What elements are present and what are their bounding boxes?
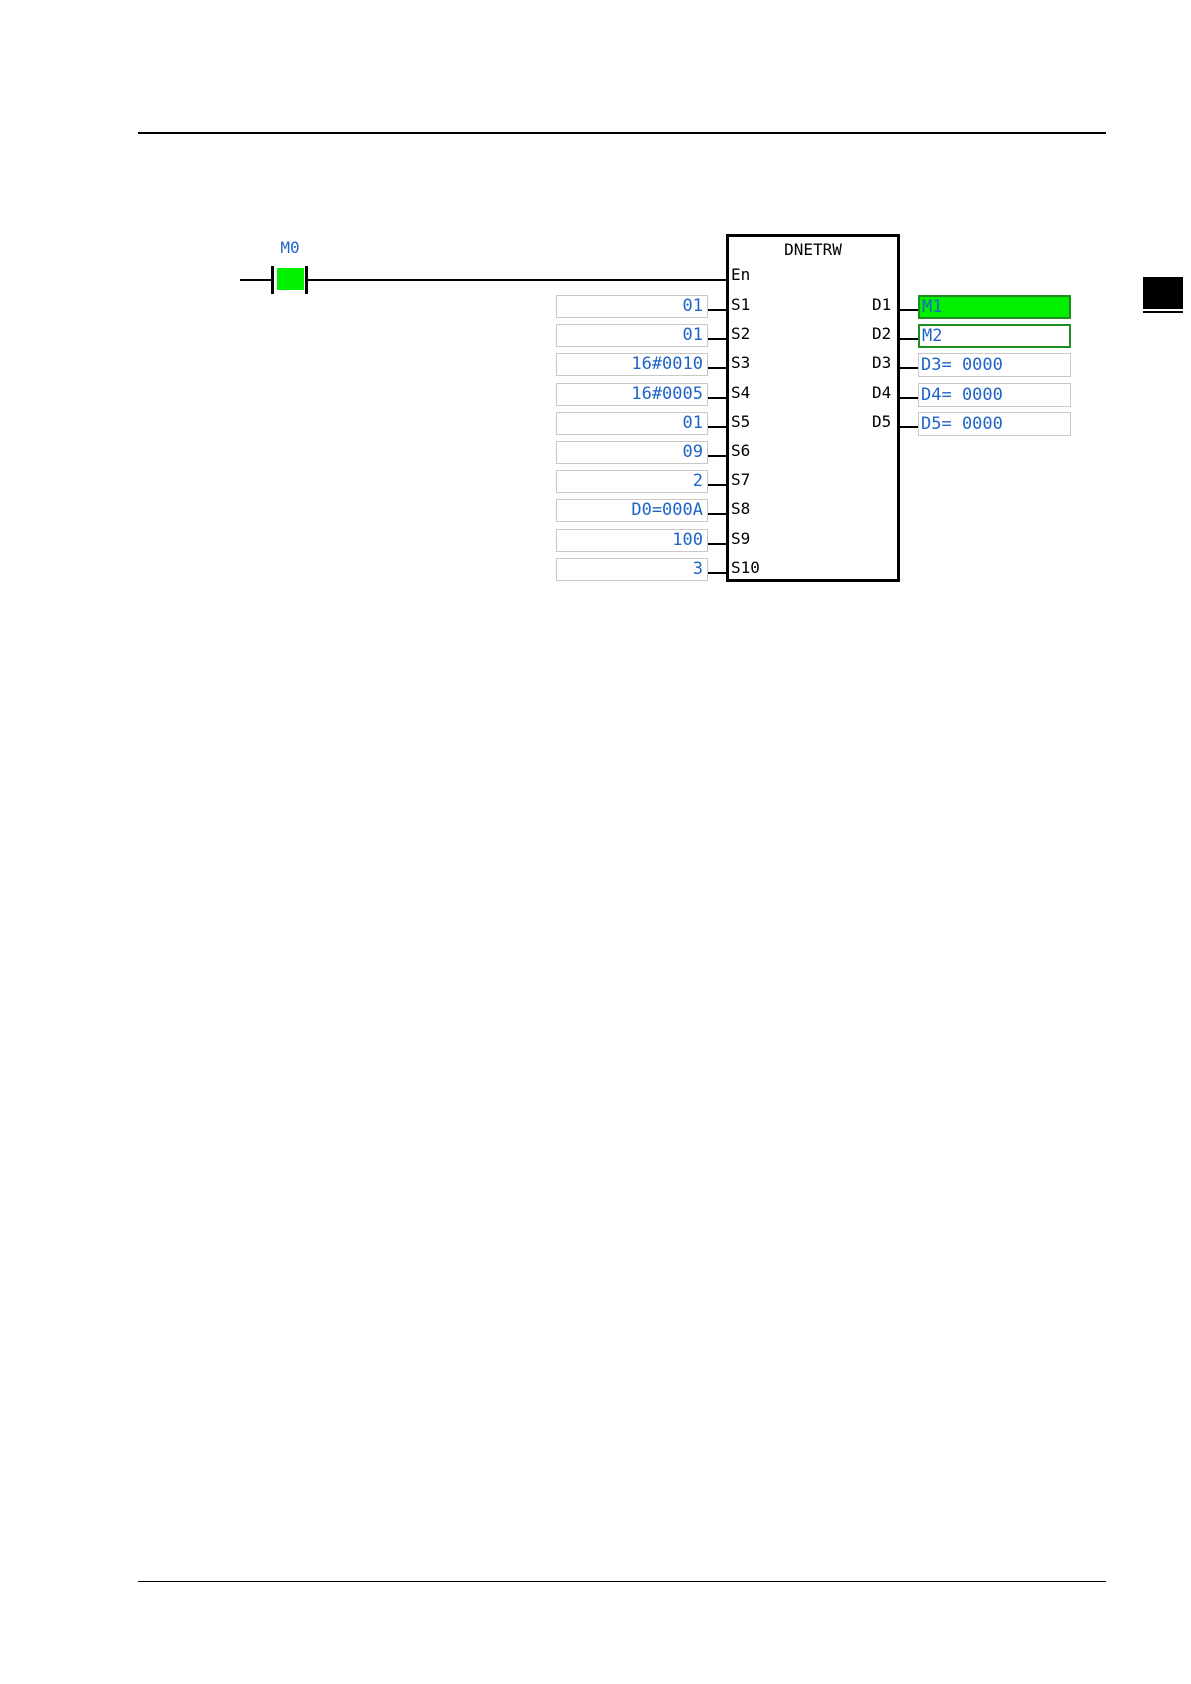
- input-operand-s8[interactable]: D0=000A: [556, 499, 708, 522]
- contact-left-bar: [271, 266, 274, 294]
- pin-s10: S10: [731, 559, 760, 577]
- pin-d5: D5: [872, 413, 891, 431]
- input-wire-s10: [708, 572, 728, 574]
- rung-wire-to-en: [308, 279, 728, 281]
- pin-s6: S6: [731, 442, 750, 460]
- input-wire-s5: [708, 426, 728, 428]
- pin-d1: D1: [872, 296, 891, 314]
- pin-s8: S8: [731, 500, 750, 518]
- input-operand-s9[interactable]: 100: [556, 529, 708, 552]
- input-wire-s2: [708, 338, 728, 340]
- input-wire-s9: [708, 543, 728, 545]
- pin-s9: S9: [731, 530, 750, 548]
- output-wire-d5: [900, 426, 918, 428]
- input-operand-s10[interactable]: 3: [556, 558, 708, 581]
- input-wire-s3: [708, 367, 728, 369]
- footer-rule: [138, 1581, 1106, 1582]
- pin-d2: D2: [872, 325, 891, 343]
- input-operand-s3[interactable]: 16#0010: [556, 353, 708, 376]
- pin-en: En: [731, 266, 750, 284]
- output-operand-d3[interactable]: D3= 0000: [918, 353, 1071, 377]
- input-wire-s4: [708, 397, 728, 399]
- output-operand-d2[interactable]: M2: [918, 324, 1071, 348]
- input-operand-s4[interactable]: 16#0005: [556, 383, 708, 406]
- input-operand-s1[interactable]: 01: [556, 295, 708, 318]
- input-wire-s8: [708, 513, 728, 515]
- pin-s1: S1: [731, 296, 750, 314]
- output-wire-d1: [900, 309, 918, 311]
- output-operand-d1[interactable]: M1: [918, 295, 1071, 319]
- contact-energized-fill[interactable]: [277, 268, 304, 290]
- input-wire-s1: [708, 309, 728, 311]
- output-wire-d3: [900, 367, 918, 369]
- pin-s7: S7: [731, 471, 750, 489]
- output-operand-d5[interactable]: D5= 0000: [918, 412, 1071, 436]
- pin-d3: D3: [872, 354, 891, 372]
- pin-s2: S2: [731, 325, 750, 343]
- rung-wire-left: [240, 279, 272, 281]
- input-wire-s6: [708, 455, 728, 457]
- pin-s5: S5: [731, 413, 750, 431]
- pin-d4: D4: [872, 384, 891, 402]
- pin-s4: S4: [731, 384, 750, 402]
- output-operand-d4[interactable]: D4= 0000: [918, 383, 1071, 407]
- input-wire-s7: [708, 484, 728, 486]
- input-operand-s5[interactable]: 01: [556, 412, 708, 435]
- function-block[interactable]: [726, 234, 900, 582]
- input-operand-s2[interactable]: 01: [556, 324, 708, 347]
- input-operand-s6[interactable]: 09: [556, 441, 708, 464]
- contact-label: M0: [272, 238, 308, 257]
- output-wire-d2: [900, 338, 918, 340]
- input-operand-s7[interactable]: 2: [556, 470, 708, 493]
- pin-s3: S3: [731, 354, 750, 372]
- output-wire-d4: [900, 397, 918, 399]
- block-name: DNETRW: [726, 240, 900, 259]
